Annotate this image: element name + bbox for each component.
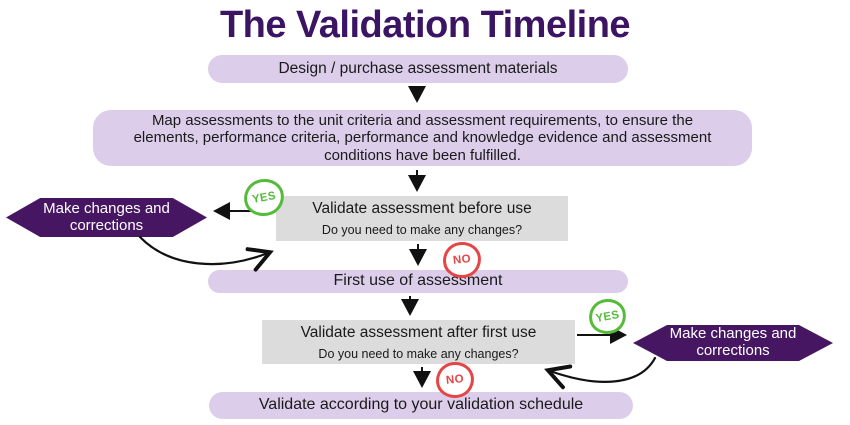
step-design-purchase: Design / purchase assessment materials — [208, 55, 628, 83]
step-validation-schedule: Validate according to your validation sc… — [209, 392, 633, 419]
step-map-assessments: Map assessments to the unit criteria and… — [93, 110, 752, 166]
validate-after-question: Do you need to make any changes? — [318, 346, 519, 361]
step-validation-schedule-label: Validate according to your validation sc… — [258, 396, 584, 414]
step-first-use-label: First use of assessment — [333, 272, 503, 290]
action-make-changes-right-label: Make changes and corrections — [669, 325, 797, 359]
validate-after-heading: Validate assessment after first use — [300, 323, 537, 341]
action-make-changes-left-label: Make changes and corrections — [43, 199, 170, 234]
step-validate-before-use: Validate assessment before use Do you ne… — [276, 196, 568, 241]
step-validate-after-first-use: Validate assessment after first use Do y… — [262, 320, 575, 364]
step-design-purchase-label: Design / purchase assessment materials — [278, 60, 558, 78]
arrow-left-action-return — [138, 235, 274, 272]
yes-label-1: YES — [251, 189, 277, 206]
action-make-changes-right: Make changes and corrections — [633, 325, 833, 361]
yes-badge-after-use: YES — [586, 296, 629, 337]
step-first-use: First use of assessment — [208, 270, 628, 293]
action-make-changes-left: Make changes and corrections — [6, 198, 207, 237]
no-label-1: NO — [452, 253, 472, 267]
validate-before-question: Do you need to make any changes? — [321, 223, 523, 237]
no-label-2: NO — [445, 373, 465, 387]
yes-label-2: YES — [594, 308, 621, 325]
page-title: The Validation Timeline — [219, 3, 631, 46]
step-map-assessments-label: Map assessments to the unit criteria and… — [133, 112, 712, 164]
validate-before-heading: Validate assessment before use — [312, 200, 532, 217]
